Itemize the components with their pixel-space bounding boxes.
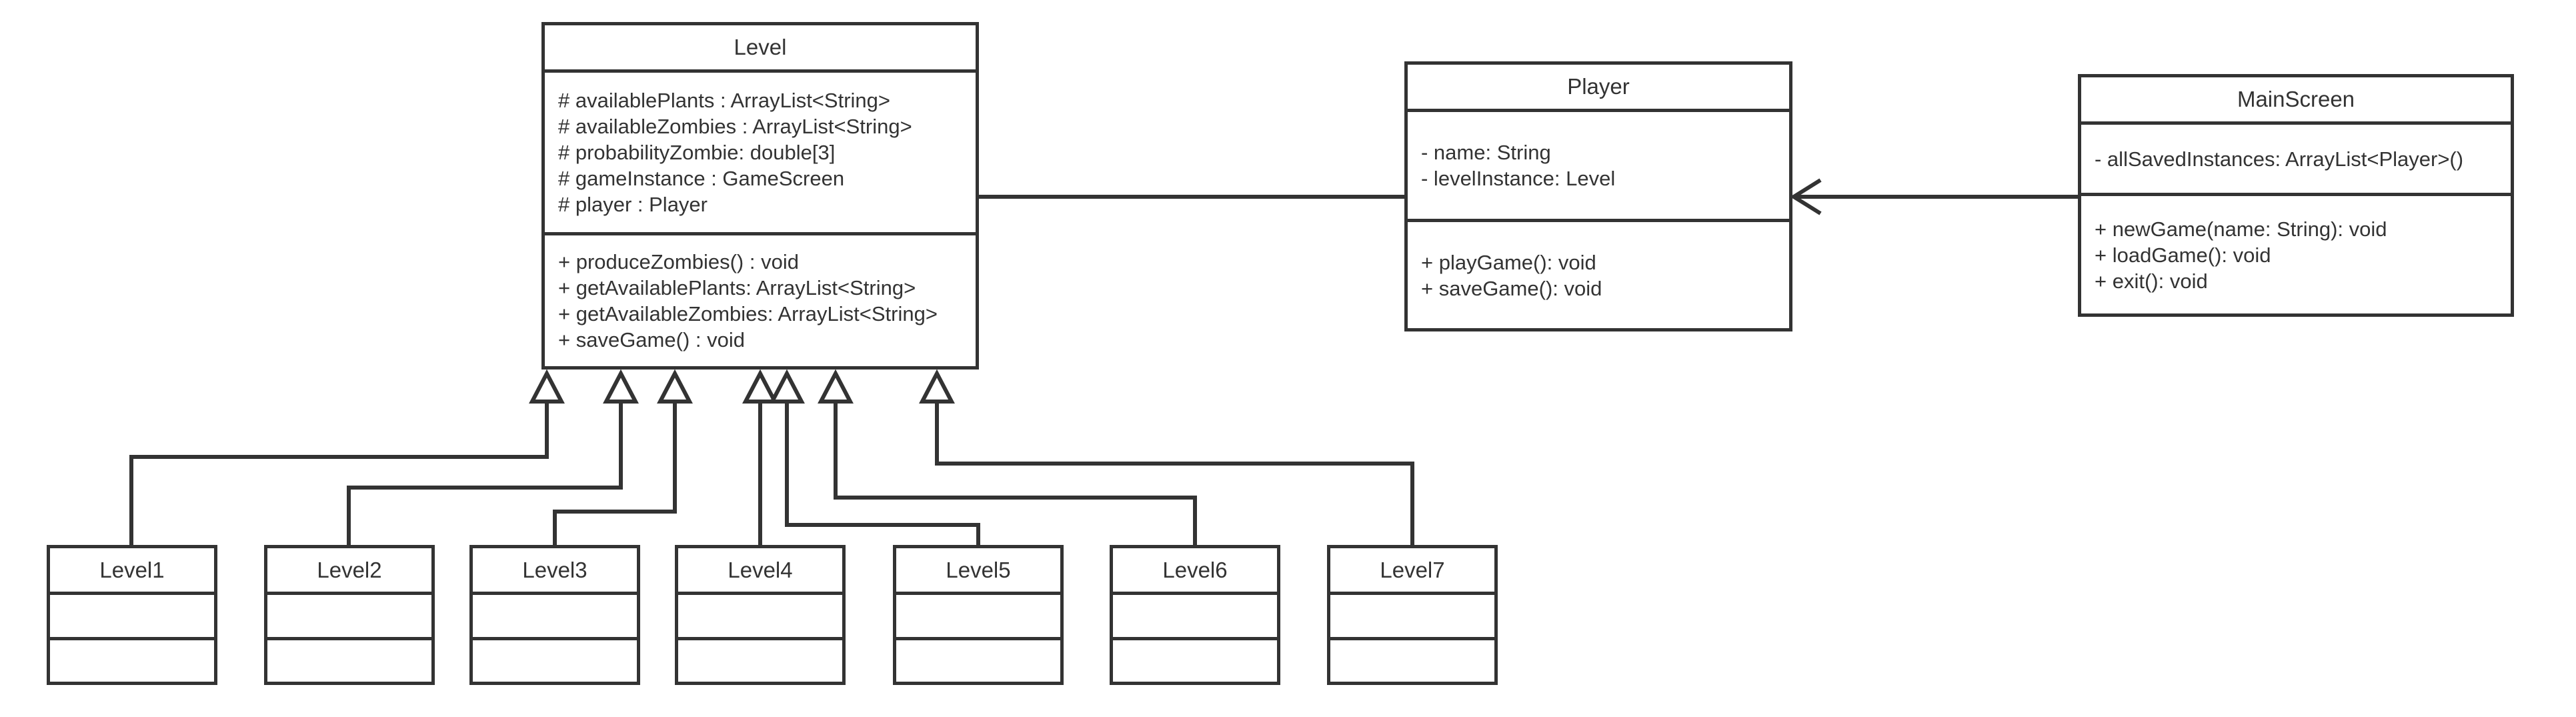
generalization-level3	[553, 402, 677, 548]
class-name: Level1	[50, 548, 214, 595]
attributes-compartment: - allSavedInstances: ArrayList<Player>()	[2081, 125, 2511, 196]
class-name: Level3	[473, 548, 637, 595]
operations-compartment	[1330, 640, 1494, 682]
attribute: # gameInstance : GameScreen	[558, 167, 845, 190]
attributes-compartment	[1330, 595, 1494, 640]
class-level1[interactable]: Level1	[47, 545, 217, 685]
inheritance-triangle	[529, 369, 565, 404]
attribute: # availablePlants : ArrayList<String>	[558, 89, 890, 112]
operations-compartment	[267, 640, 431, 682]
generalization-level7	[935, 402, 1414, 548]
class-name: Level5	[896, 548, 1060, 595]
inheritance-triangle	[603, 369, 639, 404]
class-level3[interactable]: Level3	[469, 545, 640, 685]
operation: + exit(): void	[2095, 269, 2208, 293]
class-name: Level4	[678, 548, 842, 595]
class-name: Level2	[267, 548, 431, 595]
operation: + produceZombies() : void	[558, 250, 799, 273]
class-player[interactable]: Player - name: String - levelInstance: L…	[1404, 61, 1792, 331]
class-level[interactable]: Level # availablePlants : ArrayList<Stri…	[541, 22, 979, 370]
attributes-compartment	[678, 595, 842, 640]
inheritance-triangle	[742, 369, 778, 404]
class-level2[interactable]: Level2	[264, 545, 435, 685]
operation: + saveGame(): void	[1421, 276, 1602, 300]
operations-compartment	[50, 640, 214, 682]
attribute: - levelInstance: Level	[1421, 167, 1616, 190]
operation: + loadGame(): void	[2095, 243, 2271, 267]
attributes-compartment: - name: String - levelInstance: Level	[1408, 112, 1789, 222]
class-name: Level	[545, 25, 976, 73]
generalization-level6	[834, 402, 1197, 548]
operations-compartment	[1113, 640, 1277, 682]
operation: + getAvailablePlants: ArrayList<String>	[558, 276, 916, 299]
operations-compartment	[473, 640, 637, 682]
class-name: MainScreen	[2081, 77, 2511, 125]
operations-compartment	[896, 640, 1060, 682]
class-level5[interactable]: Level5	[893, 545, 1064, 685]
operation: + newGame(name: String): void	[2095, 217, 2387, 241]
class-name: Level7	[1330, 548, 1494, 595]
inheritance-triangle	[818, 369, 854, 404]
class-level6[interactable]: Level6	[1110, 545, 1280, 685]
operations-compartment	[678, 640, 842, 682]
operations-compartment: + playGame(): void + saveGame(): void	[1408, 222, 1789, 328]
operations-compartment: + newGame(name: String): void + loadGame…	[2081, 196, 2511, 313]
class-mainscreen[interactable]: MainScreen - allSavedInstances: ArrayLis…	[2078, 74, 2514, 317]
operations-compartment: + produceZombies() : void + getAvailable…	[545, 235, 976, 366]
class-name: Player	[1408, 65, 1789, 112]
attributes-compartment: # availablePlants : ArrayList<String> # …	[545, 73, 976, 235]
attributes-compartment	[473, 595, 637, 640]
open-arrowhead	[1790, 178, 1822, 215]
attribute: # probabilityZombie: double[3]	[558, 141, 836, 164]
attribute: # player : Player	[558, 193, 708, 216]
generalization-level1	[129, 402, 549, 548]
class-level7[interactable]: Level7	[1327, 545, 1498, 685]
attribute: - name: String	[1421, 141, 1551, 164]
attributes-compartment	[50, 595, 214, 640]
class-level4[interactable]: Level4	[675, 545, 846, 685]
attribute: - allSavedInstances: ArrayList<Player>()	[2095, 147, 2464, 171]
attributes-compartment	[896, 595, 1060, 640]
generalization-level5	[785, 402, 980, 548]
attribute: # availableZombies : ArrayList<String>	[558, 115, 912, 138]
attributes-compartment	[267, 595, 431, 640]
attributes-compartment	[1113, 595, 1277, 640]
operation: + saveGame() : void	[558, 328, 745, 351]
inheritance-triangle	[919, 369, 955, 404]
class-name: Level6	[1113, 548, 1277, 595]
inheritance-triangle	[657, 369, 693, 404]
operation: + playGame(): void	[1421, 250, 1596, 274]
operation: + getAvailableZombies: ArrayList<String>	[558, 302, 938, 325]
inheritance-triangle	[769, 369, 805, 404]
generalization-level2	[347, 402, 623, 548]
